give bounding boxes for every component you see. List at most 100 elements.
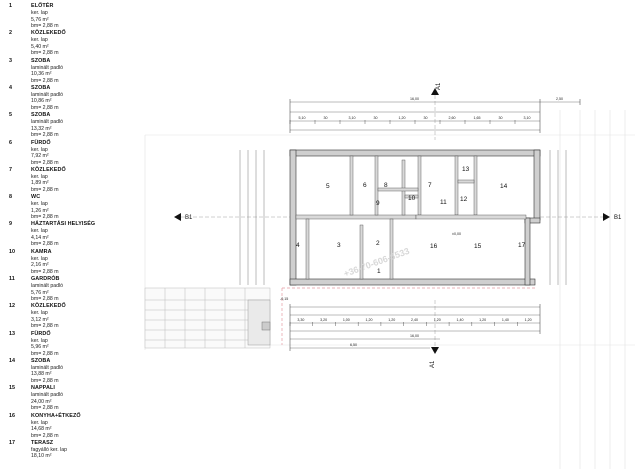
room-name: KÖZLEKEDŐ — [31, 166, 66, 173]
section-b-left: B1 — [174, 213, 290, 221]
room-area: 7,92 m² — [31, 153, 49, 159]
room-area: 5,40 m² — [31, 43, 49, 50]
room-area: 1,26 m² — [31, 207, 49, 214]
room-floor: ker. lap — [31, 146, 48, 153]
room-floor: ker. lap — [31, 228, 48, 235]
room-name: NAPPALI — [31, 385, 55, 392]
room-number: 5 — [9, 112, 12, 119]
room-height: bm= 2,88 m — [31, 405, 59, 412]
top-dim-ticks — [289, 99, 581, 133]
room-area: 14,68 m² — [31, 426, 52, 432]
room-name: KONYHA+ÉTKEZŐ — [31, 412, 81, 419]
svg-text:4: 4 — [296, 242, 300, 249]
room-number: 9 — [9, 221, 12, 228]
room-area: 5,76 m² — [31, 289, 49, 296]
svg-text:5: 5 — [326, 183, 330, 190]
top-dimensions — [290, 101, 580, 131]
room-name: KÖZLEKEDŐ — [31, 30, 66, 37]
dimension-value: 1,20 — [434, 318, 441, 322]
room-floor: ker. lap — [31, 173, 48, 180]
room-number: 3 — [9, 57, 12, 64]
room-name: SZOBA — [31, 357, 51, 364]
room-area: 24,00 m² — [31, 398, 52, 405]
room-name: WC — [31, 194, 41, 201]
room-name: SZOBA — [31, 84, 51, 91]
dimension-value: 1,20 — [479, 318, 486, 322]
section-a-top: A1 — [431, 82, 442, 140]
room-numbers: 5 6 8 10 7 13 12 14 11 4 3 2 1 16 15 17 … — [296, 166, 526, 275]
room-floor: fagyálló ker. lap — [31, 446, 68, 453]
svg-text:6: 6 — [363, 182, 367, 189]
room-height: bm= 2,88 m — [31, 241, 59, 248]
room-number: 4 — [9, 84, 12, 91]
room-floor: ker. lap — [31, 10, 48, 16]
dimension-value: 30 — [424, 116, 428, 120]
svg-text:13: 13 — [462, 166, 470, 173]
room-number: 1 — [9, 3, 12, 9]
level-label: ±0,00 — [452, 232, 461, 236]
room-number: 16 — [9, 412, 15, 419]
room-area: 3,12 m² — [31, 316, 49, 323]
room-floor: laminált padló — [31, 64, 64, 71]
room-name: KAMRA — [31, 248, 52, 255]
dimension-value: 2,60 — [449, 116, 456, 120]
section-label-a-top: A1 — [436, 82, 442, 90]
svg-text:14: 14 — [500, 183, 508, 190]
svg-text:11: 11 — [440, 199, 447, 206]
room-floor: ker. lap — [31, 419, 48, 426]
bottom-dimensions — [290, 306, 540, 349]
room-area: 2,16 m² — [31, 262, 49, 269]
room-number: 17 — [9, 439, 15, 446]
dimension-top-right: 2,50 — [556, 97, 563, 101]
dimension-value: 1,00 — [343, 318, 350, 322]
dimension-value: 1,20 — [399, 116, 406, 120]
room-height: bm= 2,88 m — [31, 159, 59, 166]
svg-text:12: 12 — [460, 196, 468, 203]
dimension-value: 3,20 — [320, 318, 327, 322]
section-label-b-left: B1 — [185, 215, 193, 221]
svg-text:15: 15 — [474, 243, 482, 250]
svg-text:17: 17 — [518, 242, 526, 249]
dimension-value: 1,65 — [474, 116, 481, 120]
svg-text:8: 8 — [384, 182, 388, 189]
section-a-bottom: A1 — [430, 300, 439, 368]
room-number: 2 — [9, 30, 12, 37]
room-area: 10,36 m² — [31, 71, 52, 78]
room-floor: laminált padló — [31, 283, 64, 289]
svg-text:16: 16 — [430, 243, 438, 250]
room-number: 12 — [9, 303, 15, 310]
svg-text:3: 3 — [337, 242, 341, 249]
dimension-value: 30 — [499, 116, 503, 120]
room-height: bm= 2,88 m — [31, 50, 59, 57]
svg-text:7: 7 — [428, 182, 432, 189]
dimension-value: 5,10 — [299, 116, 306, 120]
room-height: bm= 2,88 m — [31, 432, 59, 439]
room-name: SZOBA — [31, 112, 51, 119]
room-floor: laminált padló — [31, 91, 64, 98]
dimension-value: 3,10 — [524, 116, 531, 120]
room-floor: ker. lap — [31, 310, 48, 317]
room-name: HÁZTARTÁSI HELYISÉG — [31, 221, 96, 228]
room-name: ELŐTÉR — [31, 3, 54, 9]
dimension-top-overall: 16,00 — [410, 97, 419, 101]
room-name: SZOBA — [31, 57, 51, 64]
room-floor: ker. lap — [31, 37, 48, 44]
room-height: bm= 2,88 m — [31, 268, 59, 275]
svg-text:10: 10 — [408, 195, 416, 202]
room-name: GARDRÓB — [31, 276, 60, 282]
room-area: 5,96 m² — [31, 344, 49, 351]
interior-walls — [295, 155, 527, 280]
dimension-value: 1,20 — [388, 318, 395, 322]
room-floor: ker. lap — [31, 201, 48, 208]
room-area: 4,14 m² — [31, 234, 49, 241]
